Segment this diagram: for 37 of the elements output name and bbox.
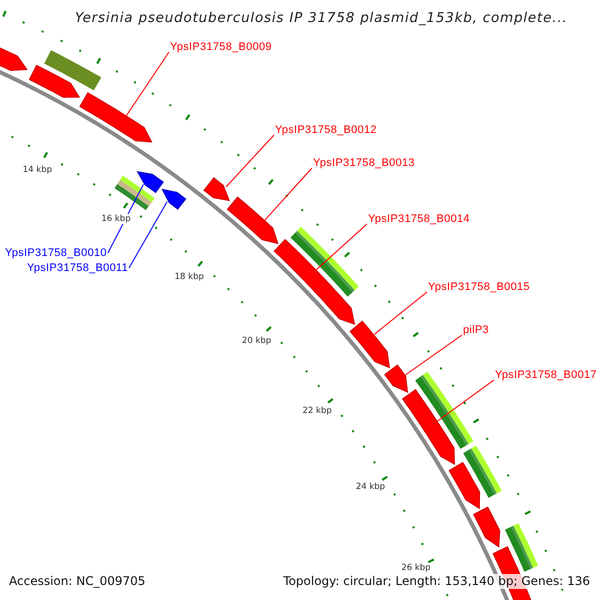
gene-label: YpsIP31758_B0009 bbox=[170, 41, 272, 53]
gene-feature bbox=[79, 92, 152, 143]
gene-feature bbox=[350, 320, 390, 368]
gene-feature bbox=[161, 188, 186, 210]
leader-line bbox=[374, 292, 428, 335]
scale-label: 14 kbp bbox=[22, 164, 52, 175]
scale-label: 24 kbp bbox=[356, 482, 386, 492]
leader-line bbox=[107, 184, 144, 254]
title: Yersinia pseudotuberculosis IP 31758 plasmid_153kb, complete... bbox=[75, 10, 568, 26]
gene-feature bbox=[274, 238, 356, 325]
gene-feature bbox=[203, 177, 230, 202]
gene-label: YpsIP31758_B0012 bbox=[275, 124, 377, 136]
scale-label: 20 kbp bbox=[242, 336, 272, 346]
leader-line bbox=[126, 52, 170, 116]
gene-feature bbox=[226, 196, 278, 244]
summary-text: Topology: circular; Length: 153,140 bp; Genes: 136 bbox=[283, 574, 590, 589]
gene-label: YpsIP31758_B0013 bbox=[313, 157, 415, 169]
gene-feature bbox=[384, 364, 408, 393]
gene-label: YpsIP31758_B0017 bbox=[495, 369, 597, 381]
leader-line bbox=[264, 168, 312, 221]
leader-line bbox=[405, 334, 462, 376]
scale-label: 18 kbp bbox=[174, 272, 204, 282]
leader-line bbox=[128, 201, 168, 268]
leader-line bbox=[226, 134, 274, 188]
gene-label: YpsIP31758_B0010 bbox=[5, 247, 107, 259]
gene-label: YpsIP31758_B0011 bbox=[27, 262, 128, 274]
gene-feature bbox=[136, 171, 164, 194]
scale-label: 16 kbp bbox=[101, 214, 131, 224]
leader-line bbox=[316, 224, 368, 270]
gene-label: YpsIP31758_B0015 bbox=[428, 281, 530, 293]
scale-label: 22 kbp bbox=[302, 406, 332, 416]
gene-label: pilP3 bbox=[463, 324, 489, 336]
gene-feature bbox=[402, 389, 456, 465]
scale-label: 26 kbp bbox=[401, 563, 431, 574]
gene-label: YpsIP31758_B0014 bbox=[368, 213, 470, 225]
accession-text: Accession: NC_009705 bbox=[9, 574, 146, 589]
leader-line bbox=[437, 380, 494, 422]
